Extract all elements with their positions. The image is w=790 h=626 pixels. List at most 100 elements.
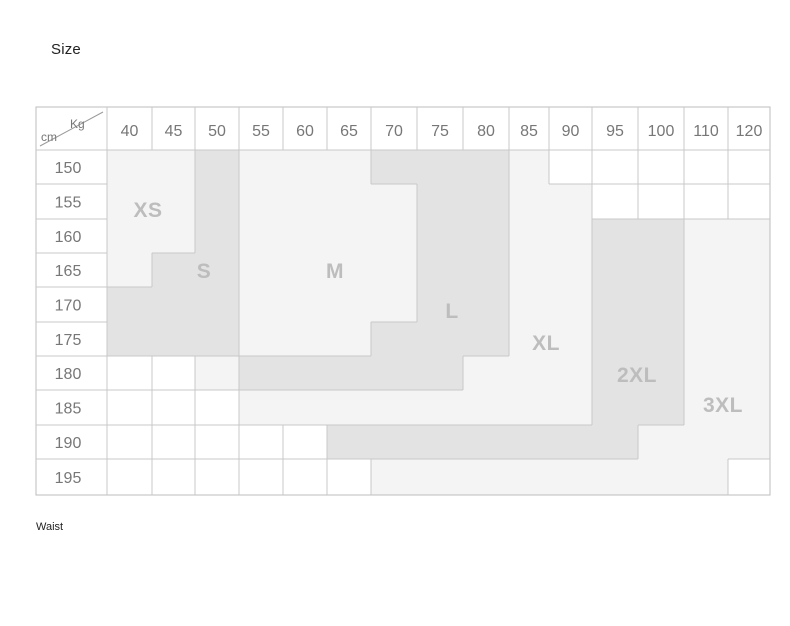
zone-cell (194, 149, 240, 185)
zone-cell (683, 252, 729, 288)
zone-cell (548, 183, 593, 220)
zone-cell (462, 321, 510, 357)
zone-cell (637, 321, 685, 357)
zone-cell (238, 355, 284, 391)
zone-cell (508, 149, 550, 185)
corner-diagonal (39, 111, 104, 147)
zone-cell (282, 149, 328, 185)
zone-cell (238, 389, 284, 426)
weight-header: 55 (252, 123, 270, 140)
zone-cell (591, 424, 639, 460)
grid-lines (35, 106, 771, 496)
zone-cell (462, 149, 510, 185)
zone-cell (326, 389, 372, 426)
corner-height-unit: cm (41, 130, 57, 144)
zone-cell (416, 355, 464, 391)
zone-cell (282, 355, 328, 391)
size-zone-s (106, 149, 240, 357)
zone-cell (151, 286, 196, 323)
zone-cell (370, 355, 418, 391)
zone-cell (282, 252, 328, 288)
zone-cell (106, 218, 153, 254)
zone-cell (548, 252, 593, 288)
weight-header: 80 (477, 123, 495, 140)
zone-cell (416, 149, 464, 185)
zone-cell (727, 389, 771, 426)
height-header: 180 (55, 366, 82, 383)
zone-cell (106, 252, 153, 288)
zone-cell (548, 286, 593, 323)
zone-cell (416, 389, 464, 426)
zone-cell (370, 218, 418, 254)
size-label-xs: XS (133, 199, 162, 222)
weight-header: 85 (520, 123, 538, 140)
weight-header: 95 (606, 123, 624, 140)
height-header: 170 (55, 298, 82, 315)
height-header: 165 (55, 263, 82, 280)
zone-cell (683, 458, 729, 496)
size-label-2xl: 2XL (617, 364, 657, 387)
zone-cell (238, 321, 284, 357)
weight-header: 60 (296, 123, 314, 140)
zone-cell (194, 321, 240, 357)
zone-cell (683, 286, 729, 323)
zone-cell (462, 252, 510, 288)
zone-cell (151, 252, 196, 288)
zone-cell (508, 286, 550, 323)
zone-cell (238, 286, 284, 323)
weight-header: 110 (693, 123, 719, 140)
weight-header: 75 (431, 123, 449, 140)
waist-label: Waist (36, 521, 64, 533)
zone-cell (194, 286, 240, 323)
zone-cell (508, 218, 550, 254)
zone-cell (727, 424, 771, 460)
zone-cell (727, 321, 771, 357)
zone-cell (151, 321, 196, 357)
zone-cell (462, 183, 510, 220)
zone-cell (282, 389, 328, 426)
zone-cell (637, 252, 685, 288)
zone-cell (194, 183, 240, 220)
zone-cell (282, 183, 328, 220)
zone-cell (370, 458, 418, 496)
zone-cell (508, 458, 550, 496)
zone-cell (416, 286, 464, 323)
size-zone-m (194, 149, 418, 391)
zone-cell (683, 424, 729, 460)
size-label-m: M (326, 260, 344, 283)
zone-cell (462, 389, 510, 426)
zone-cell (508, 252, 550, 288)
zone-cell (637, 286, 685, 323)
zone-cell (508, 183, 550, 220)
page-title: Size (51, 41, 81, 58)
zone-cell (548, 458, 593, 496)
zone-cell (370, 286, 418, 323)
size-zone-2xl (326, 218, 685, 460)
zone-cell (326, 252, 372, 288)
weight-header: 65 (340, 123, 358, 140)
weight-header: 70 (385, 123, 403, 140)
zone-cell (238, 183, 284, 220)
zone-cell (326, 183, 372, 220)
height-header: 150 (55, 160, 82, 177)
zone-cell (508, 355, 550, 391)
zone-cell (326, 286, 372, 323)
zone-cell (591, 321, 639, 357)
zone-cell (370, 424, 418, 460)
height-header: 185 (55, 401, 82, 418)
zone-cell (370, 183, 418, 220)
weight-header: 100 (648, 123, 675, 140)
zone-cell (106, 149, 153, 185)
zone-cell (106, 286, 153, 323)
zone-cell (683, 355, 729, 391)
zone-cell (416, 458, 464, 496)
zone-cell (637, 458, 685, 496)
zone-cell (637, 424, 685, 460)
zone-cell (326, 355, 372, 391)
zone-cell (508, 424, 550, 460)
zone-cell (282, 218, 328, 254)
zone-cell (416, 183, 464, 220)
weight-header: 90 (562, 123, 580, 140)
